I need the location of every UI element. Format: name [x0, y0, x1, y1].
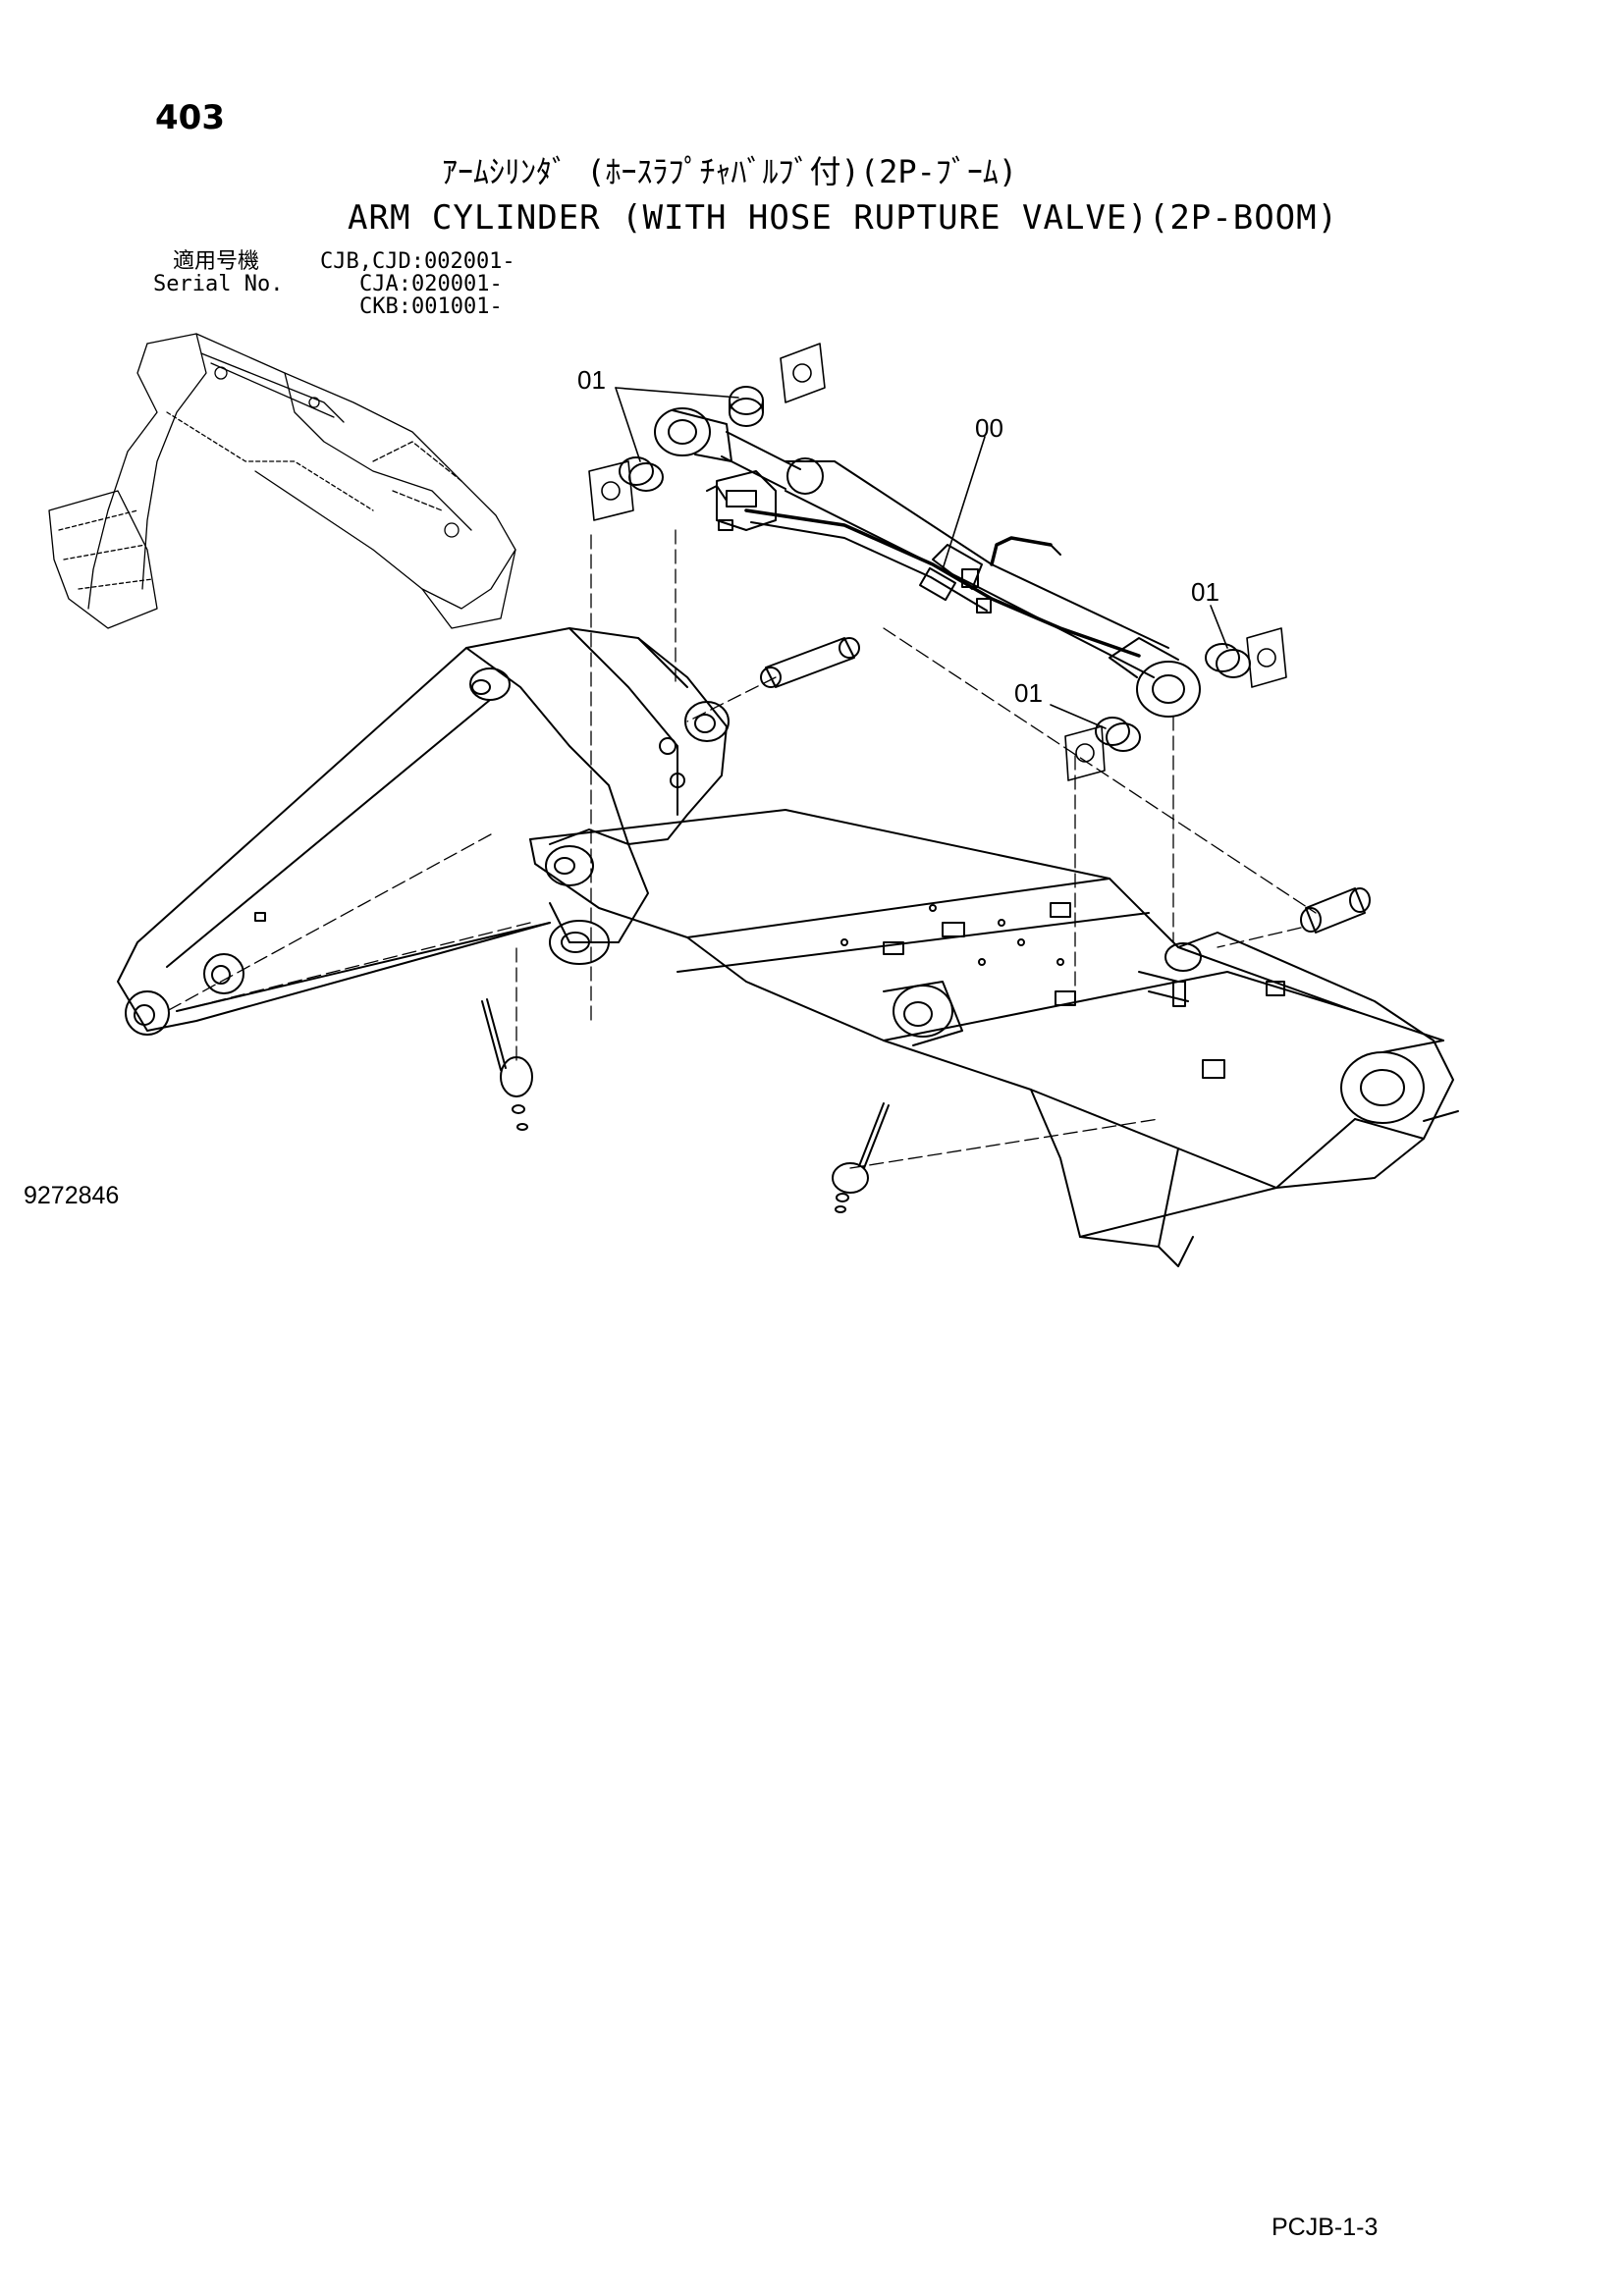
title-english: ARM CYLINDER (WITH HOSE RUPTURE VALVE)(2…	[348, 198, 1339, 238]
serial-range: CKB:001001-	[359, 294, 503, 319]
serial-label-japanese: 適用号機	[173, 249, 260, 274]
arm-cylinder-assembly	[654, 407, 1201, 718]
serial-label-english: Serial No.	[153, 272, 284, 296]
boom-structure	[117, 627, 1459, 1267]
callout-cylinder: 00	[975, 413, 1003, 443]
excavator-overview-inset	[48, 333, 516, 629]
callout-bushing: 01	[577, 365, 606, 395]
callout-bushing: 01	[1191, 577, 1219, 607]
shims	[588, 343, 1287, 781]
page-number: 403	[155, 98, 225, 137]
serial-range: CJA:020001-	[359, 272, 503, 296]
title-japanese: ｱｰﾑｼﾘﾝﾀﾞ (ﾎｰｽﾗﾌﾟﾁｬﾊﾞﾙﾌﾞ付)(2P-ﾌﾞｰﾑ)	[442, 153, 1018, 190]
page-code: PCJB-1-3	[1272, 2214, 1379, 2241]
pins	[481, 637, 1371, 1213]
drawing-number: 9272846	[24, 1182, 120, 1209]
callout-bushing: 01	[1014, 678, 1043, 708]
assembly-lines	[166, 529, 1317, 1169]
serial-range: CJB,CJD:002001-	[320, 249, 515, 274]
